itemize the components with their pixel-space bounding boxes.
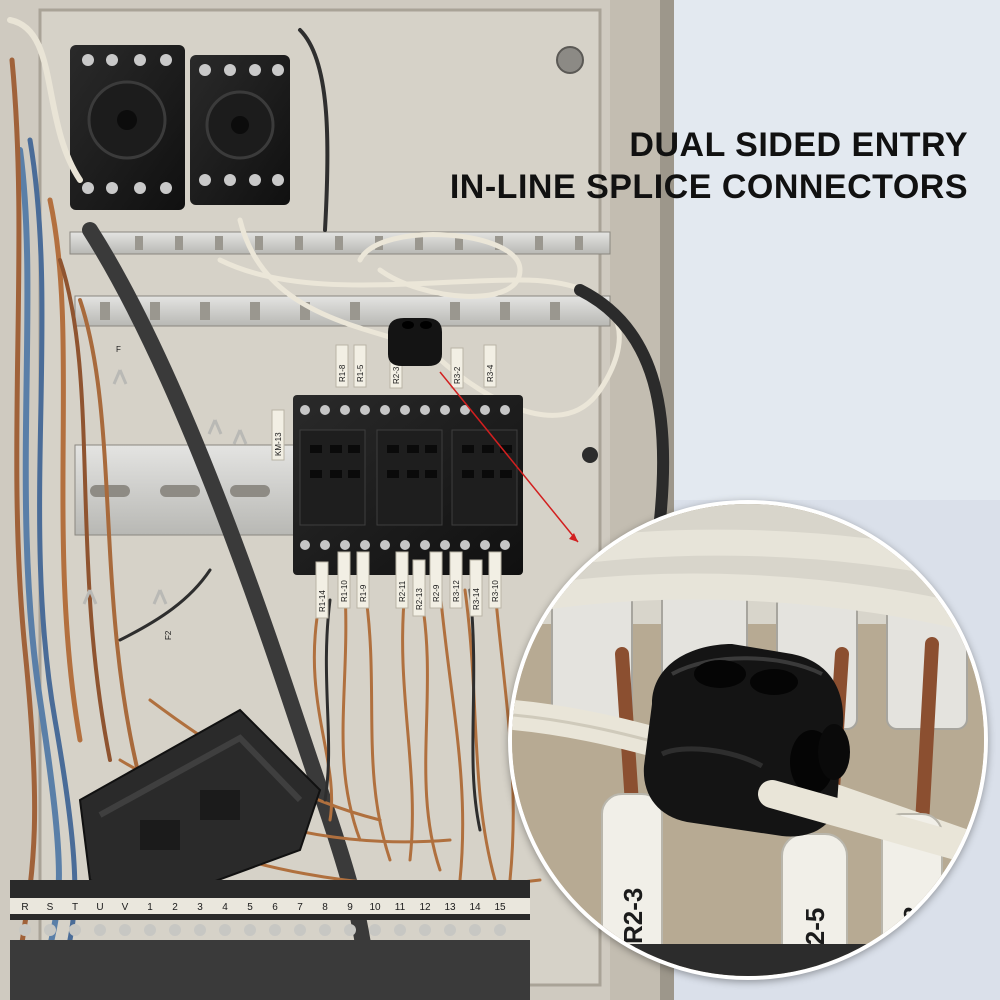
ferrule-label: KM-13 bbox=[274, 432, 283, 456]
zoom-inset: R2-3 R2-5 3-8 bbox=[508, 500, 988, 980]
ferrule-label: R3-12 bbox=[452, 580, 461, 602]
ferrule-label: R2-9 bbox=[432, 584, 441, 602]
ferrule-label: R2-11 bbox=[398, 580, 407, 602]
terminal-label: 5 bbox=[247, 902, 253, 913]
terminal-label: 8 bbox=[322, 902, 328, 913]
terminal-label: 10 bbox=[369, 902, 381, 913]
terminal-label: 1 bbox=[147, 902, 153, 913]
terminal-strip: R S T U V 1 2 3 4 5 6 7 8 9 10 11 12 13 … bbox=[10, 880, 530, 1000]
ferrule-label: F bbox=[116, 345, 121, 354]
terminal-label: 4 bbox=[222, 902, 228, 913]
ferrule-label: R3-4 bbox=[486, 364, 495, 382]
splice-connector-in-panel bbox=[388, 318, 442, 366]
ferrule-label: R3-2 bbox=[453, 366, 462, 384]
ferrule-label: R1-8 bbox=[338, 364, 347, 382]
ferrule-label: R2-3 bbox=[392, 366, 401, 384]
terminal-label: 13 bbox=[444, 902, 456, 913]
terminal-label: 14 bbox=[469, 902, 481, 913]
ferrule-label: R1-5 bbox=[356, 364, 365, 382]
terminal-label: 7 bbox=[297, 902, 303, 913]
ferrule-label: R3-10 bbox=[491, 580, 500, 602]
ferrule-label: R1-14 bbox=[318, 590, 327, 612]
terminal-label: 12 bbox=[419, 902, 431, 913]
zoom-ferrule-label: R2-3 bbox=[618, 888, 648, 944]
terminal-label: T bbox=[72, 902, 78, 913]
headline-line-1: DUAL SIDED ENTRY bbox=[629, 126, 968, 164]
headline: DUAL SIDED ENTRY IN-LINE SPLICE CONNECTO… bbox=[368, 124, 968, 208]
terminal-label: 6 bbox=[272, 902, 278, 913]
terminal-label: 9 bbox=[347, 902, 353, 913]
ferrule-label: F2 bbox=[164, 630, 173, 640]
ferrule-label: R1-9 bbox=[359, 584, 368, 602]
relay-bank bbox=[293, 395, 523, 575]
ferrule-label: R3-14 bbox=[472, 588, 481, 610]
contactor-block bbox=[78, 708, 322, 907]
terminal-label: 15 bbox=[494, 902, 506, 913]
terminal-label: R bbox=[21, 902, 28, 913]
zoomed-connector-photo: R2-3 R2-5 3-8 bbox=[512, 504, 984, 976]
terminal-label: 2 bbox=[172, 902, 178, 913]
terminal-label: V bbox=[122, 902, 129, 913]
ferrule-label: R1-10 bbox=[340, 580, 349, 602]
terminal-label: 11 bbox=[395, 902, 406, 913]
ferrule-label: R2-13 bbox=[415, 588, 424, 610]
terminal-label: U bbox=[96, 902, 103, 913]
terminal-label: 3 bbox=[197, 902, 203, 913]
pointer-arrow bbox=[439, 371, 579, 543]
headline-line-2: IN-LINE SPLICE CONNECTORS bbox=[449, 168, 968, 206]
top-relay-sockets bbox=[70, 45, 290, 210]
terminal-label: S bbox=[47, 902, 54, 913]
